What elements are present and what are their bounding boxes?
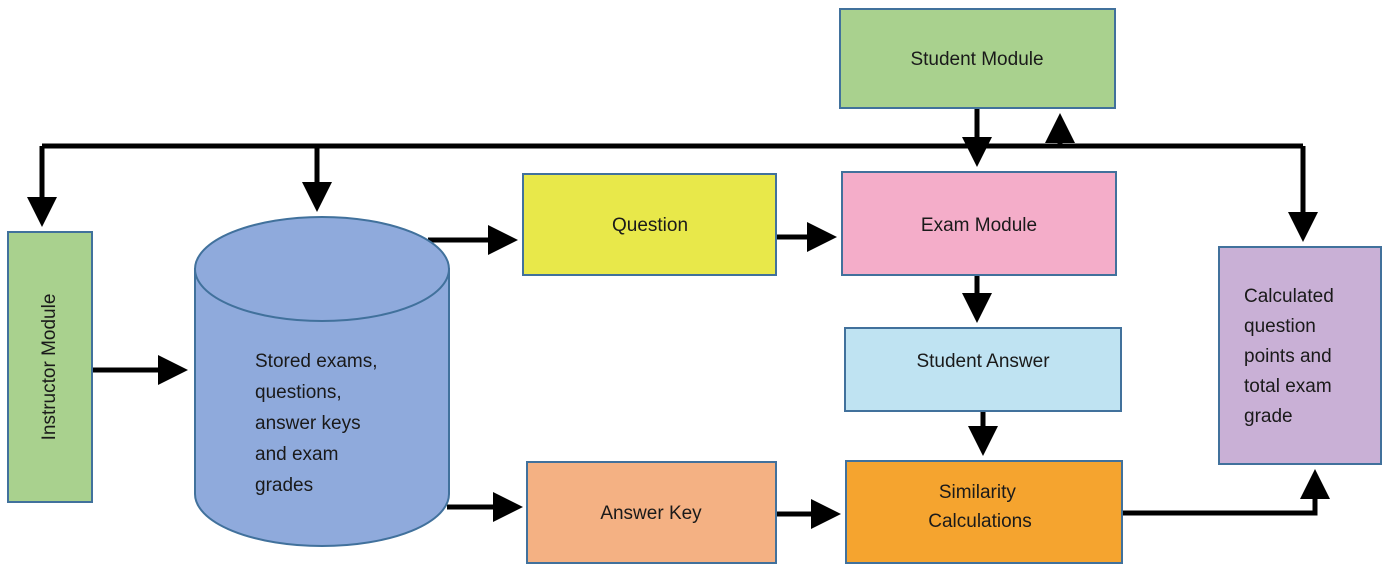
calculated-label-line: Calculated [1244, 286, 1334, 307]
node-answer-key: Answer Key [526, 461, 777, 564]
node-similarity-calculations: Similarity Calculations [845, 460, 1123, 564]
calculated-label: Calculated question points and total exa… [1244, 286, 1339, 427]
student-module-label: Student Module [910, 49, 1043, 70]
calculated-label-line: grade [1244, 406, 1293, 427]
node-exam-module: Exam Module [841, 171, 1117, 276]
similarity-label-line: Similarity [939, 482, 1017, 503]
node-database: Stored exams, questions, answer keys and… [194, 216, 450, 547]
calculated-label-line: points and [1244, 346, 1332, 367]
node-calculated-grade: Calculated question points and total exa… [1218, 246, 1382, 465]
edge-similarity-to-calculated [1123, 469, 1330, 516]
calculated-label-line: total exam [1244, 376, 1332, 397]
node-student-module: Student Module [839, 8, 1116, 109]
database-label-line: Stored exams, [255, 351, 378, 372]
calculated-label-line: question [1244, 316, 1316, 337]
student-answer-label: Student Answer [916, 351, 1050, 372]
similarity-label-line: Calculations [928, 511, 1032, 532]
instructor-module-label: Instructor Module [39, 294, 60, 441]
database-label-line: questions, [255, 382, 342, 403]
exam-module-label: Exam Module [921, 215, 1037, 236]
answer-key-label: Answer Key [600, 503, 702, 524]
node-question: Question [522, 173, 777, 276]
database-label: Stored exams, questions, answer keys and… [255, 351, 383, 496]
node-instructor-module: Instructor Module [7, 231, 93, 503]
database-label-line: answer keys [255, 413, 361, 434]
database-label-line: grades [255, 475, 313, 496]
similarity-label: Similarity Calculations [928, 482, 1032, 532]
database-label-line: and exam [255, 444, 338, 465]
question-label: Question [612, 215, 688, 236]
node-student-answer: Student Answer [844, 327, 1122, 412]
